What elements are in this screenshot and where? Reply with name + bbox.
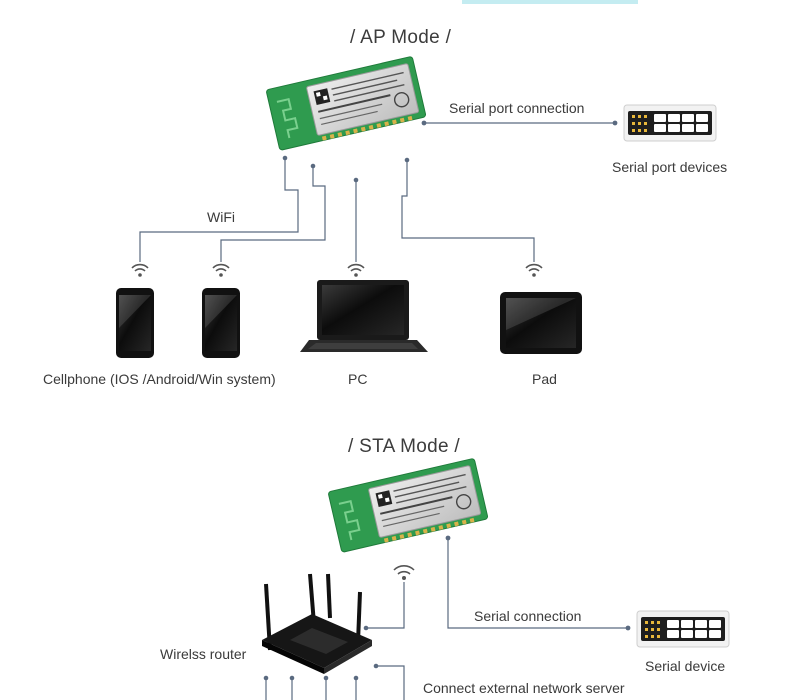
laptop-icon (300, 280, 428, 352)
network-server-label: Connect external network server (423, 680, 625, 696)
sta-mode-title: / STA Mode / (348, 436, 461, 457)
ap-wifi-lines (139, 158, 535, 262)
wifi-icon (525, 263, 543, 278)
sta-wifi-module (327, 457, 490, 554)
ap-wifi-module (265, 55, 428, 152)
cellphone-icon (116, 288, 154, 358)
network-lines (265, 665, 405, 700)
wifi-label: WiFi (207, 209, 235, 225)
sta-serial-link-label: Serial connection (474, 608, 582, 624)
ap-serial-device-label: Serial port devices (612, 159, 728, 175)
ap-mode-title: / AP Mode / (350, 27, 452, 48)
ap-serial-link-label: Serial port connection (449, 100, 585, 116)
pc-label: PC (348, 371, 368, 387)
top-accent-bar (462, 0, 638, 4)
wifi-icon (393, 565, 415, 580)
ap-serial-device (623, 104, 717, 142)
sta-serial-device (636, 610, 730, 648)
cellphone-icon (202, 288, 240, 358)
cellphone-label: Cellphone (IOS /Android/Win system) (43, 371, 276, 387)
sta-wifi-line (366, 582, 405, 629)
sta-serial-device-label: Serial device (645, 658, 726, 674)
pad-label: Pad (532, 371, 557, 387)
wifi-icon (212, 263, 230, 278)
tablet-icon (500, 292, 582, 354)
router-icon (262, 573, 372, 674)
sta-serial-link-line (447, 538, 628, 629)
wifi-icon (347, 263, 365, 278)
router-label: Wirelss router (160, 646, 247, 662)
wifi-icon (131, 263, 149, 278)
